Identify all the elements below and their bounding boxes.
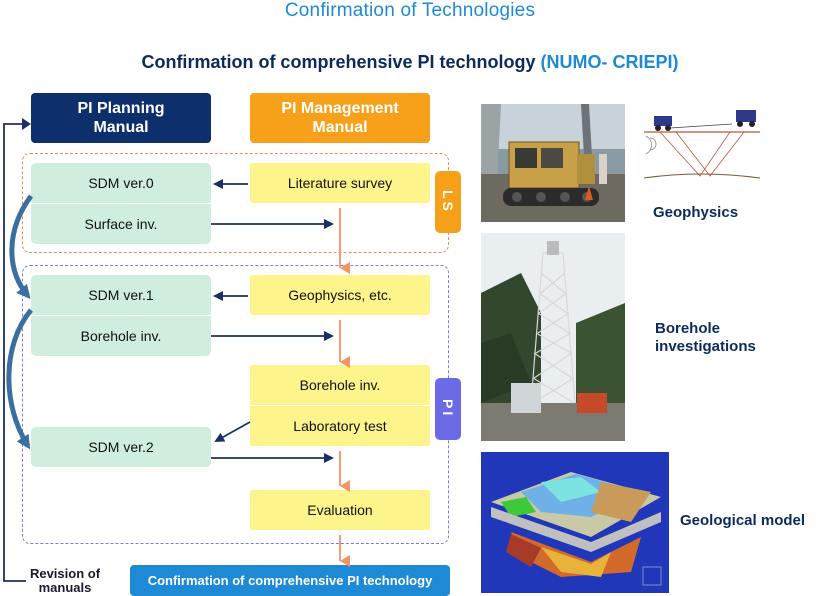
vehicle-photo-image xyxy=(481,104,625,222)
geological-model-render xyxy=(481,452,669,593)
sdm-ver1-label: SDM ver.1 xyxy=(88,287,154,303)
borehole-drilling-photo xyxy=(481,233,625,441)
sdm-ver2-label: SDM ver.2 xyxy=(88,439,154,455)
curve-sdm0-to-sdm1 xyxy=(9,194,34,300)
geophysics-caption: Geophysics xyxy=(653,204,739,221)
section-title: Confirmation of comprehensive PI technol… xyxy=(0,52,820,73)
confirmation-box: Confirmation of comprehensive PI technol… xyxy=(130,565,450,596)
curve-sdm1-to-sdm2 xyxy=(6,308,33,450)
pi-planning-manual-label: PI Planning Manual xyxy=(77,100,165,136)
schematic-image xyxy=(640,104,762,194)
feedback-loop-arrowhead xyxy=(22,118,31,130)
feedback-loop-line xyxy=(3,123,26,582)
page-title: Confirmation of Technologies xyxy=(284,0,536,21)
confirmation-label: Confirmation of comprehensive PI technol… xyxy=(147,573,433,588)
literature-survey-label: Literature survey xyxy=(287,175,393,191)
pi-management-manual-label: PI Management Manual xyxy=(281,100,399,136)
geophysics-schematic xyxy=(640,104,762,194)
planning-box-pi1: SDM ver.1 Borehole inv. xyxy=(31,275,211,356)
geophysics-box: Geophysics, etc. xyxy=(250,275,430,315)
pi-planning-manual-header: PI Planning Manual xyxy=(31,93,211,143)
pi-tag-label: PI xyxy=(440,399,456,419)
divider xyxy=(31,315,211,316)
section-title-accent: (NUMO- CRIEPI) xyxy=(540,52,679,72)
geological-model-image xyxy=(481,452,669,593)
divider xyxy=(250,405,430,406)
geological-model-caption: Geological model xyxy=(680,512,806,529)
planning-box-ls: SDM ver.0 Surface inv. xyxy=(31,163,211,244)
geophysics-vehicle-photo xyxy=(481,104,625,222)
planning-box-pi2: SDM ver.2 xyxy=(31,427,211,467)
revision-of-manuals-label: Revision of manuals xyxy=(20,567,110,595)
drilling-photo-image xyxy=(481,233,625,441)
evaluation-label: Evaluation xyxy=(307,502,373,518)
borehole-caption: Borehole investigations xyxy=(655,320,756,355)
borehole-inv-plan-label: Borehole inv. xyxy=(80,328,162,344)
borehole-lab-box: Borehole inv. Laboratory test xyxy=(250,365,430,446)
ls-tag: LS xyxy=(435,171,461,233)
geophysics-label: Geophysics, etc. xyxy=(288,287,392,303)
revision-text: Revision of manuals xyxy=(29,566,101,595)
ls-tag-label: LS xyxy=(440,190,456,214)
divider xyxy=(31,203,211,204)
arrow-lab-to-sdm2 xyxy=(214,421,251,442)
pi-tag: PI xyxy=(435,378,461,440)
evaluation-box: Evaluation xyxy=(250,490,430,530)
borehole-inv-mgmt-label: Borehole inv. xyxy=(299,377,381,393)
section-title-main: Confirmation of comprehensive PI technol… xyxy=(141,52,536,72)
sdm-ver0-label: SDM ver.0 xyxy=(88,175,154,191)
literature-survey-box: Literature survey xyxy=(250,163,430,203)
surface-inv-label: Surface inv. xyxy=(84,216,158,232)
laboratory-test-label: Laboratory test xyxy=(293,418,387,434)
pi-management-manual-header: PI Management Manual xyxy=(250,93,430,143)
